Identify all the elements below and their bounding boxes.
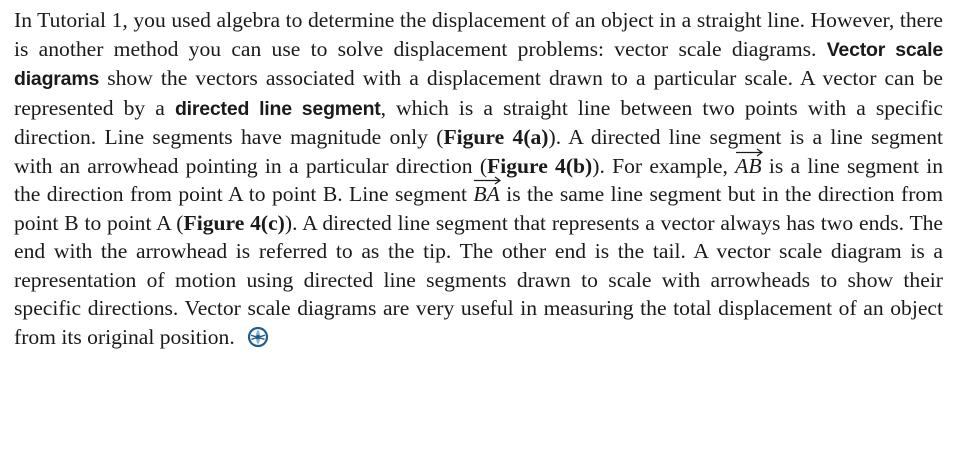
text-run: is a line segment in the direction from … <box>14 153 943 207</box>
vector-ab: AB <box>735 148 764 178</box>
web-link-icon[interactable] <box>247 326 269 348</box>
vector-ab-label: AB <box>735 153 762 178</box>
text-run: , which is a straight line between two p… <box>14 95 943 150</box>
vector-arrow-icon <box>736 148 764 156</box>
text-run: ). A directed line segment is a line seg… <box>14 125 943 178</box>
key-term-directed-line-segment: directed line segment <box>174 97 381 120</box>
figure-ref-4b[interactable]: Figure 4(b) <box>487 153 593 178</box>
vector-ba: BA <box>473 176 502 206</box>
text-run: ). For example, <box>592 153 736 178</box>
figure-ref-4c[interactable]: Figure 4(c) <box>183 210 285 235</box>
vector-arrow-icon <box>474 176 502 185</box>
figure-ref-4a[interactable]: Figure 4(a) <box>443 125 549 149</box>
text-run: In Tutorial 1, you used algebra to deter… <box>14 8 943 61</box>
key-term-vector-scale-diagrams: Vector scale diagrams <box>14 38 943 91</box>
text-run: ). A directed line segment that represen… <box>14 210 944 349</box>
vector-ba-label: BA <box>473 182 500 206</box>
body-paragraph: In Tutorial 1, you used algebra to deter… <box>14 6 943 351</box>
text-run: is the same line segment but in the dire… <box>14 182 943 235</box>
text-run: show the vectors associated with a dis­p… <box>14 66 943 120</box>
